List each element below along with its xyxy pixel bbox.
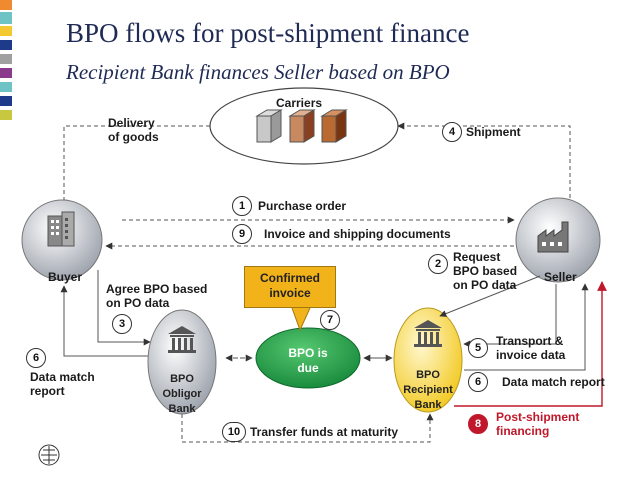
step-6-seller-badge: 6 [468, 372, 488, 392]
cargo-boxes-icon [255, 109, 348, 143]
bpo-due-node [255, 327, 361, 389]
decorative-stripes [0, 0, 12, 130]
transfer-funds-label: Transfer funds at maturity [250, 425, 399, 439]
invoice-docs-label: Invoice and shipping documents [264, 227, 451, 241]
step-9-badge: 9 [232, 224, 252, 244]
factory-icon [537, 221, 569, 253]
page-title: BPO flows for post-shipment finance [66, 18, 470, 48]
data-match-seller-label: Data match report [502, 375, 605, 389]
step-3-badge: 3 [112, 314, 132, 334]
office-building-icon [47, 211, 75, 247]
step-2-badge: 2 [428, 254, 448, 274]
step-5-badge: 5 [468, 338, 488, 358]
page-subtitle: Recipient Bank finances Seller based on … [66, 60, 450, 84]
buyer-label: Buyer [48, 270, 83, 284]
bank-building-icon [168, 326, 196, 353]
step-8-badge: 8 [468, 414, 488, 434]
step-1-badge: 1 [232, 196, 252, 216]
step-4-badge: 4 [442, 122, 462, 142]
step-6-buyer-badge: 6 [26, 348, 46, 368]
carriers-label: Carriers [276, 96, 323, 110]
purchase-order-label: Purchase order [258, 199, 347, 213]
step-7-badge: 7 [320, 310, 340, 330]
bank-building-icon [414, 320, 442, 347]
seller-label: Seller [544, 270, 577, 284]
step-10-badge: 10 [222, 422, 246, 442]
organization-logo [38, 444, 60, 466]
transport-label: Transport &invoice data [496, 334, 566, 362]
shipment-label: Shipment [466, 125, 521, 139]
recipient-bank-node [393, 307, 463, 413]
